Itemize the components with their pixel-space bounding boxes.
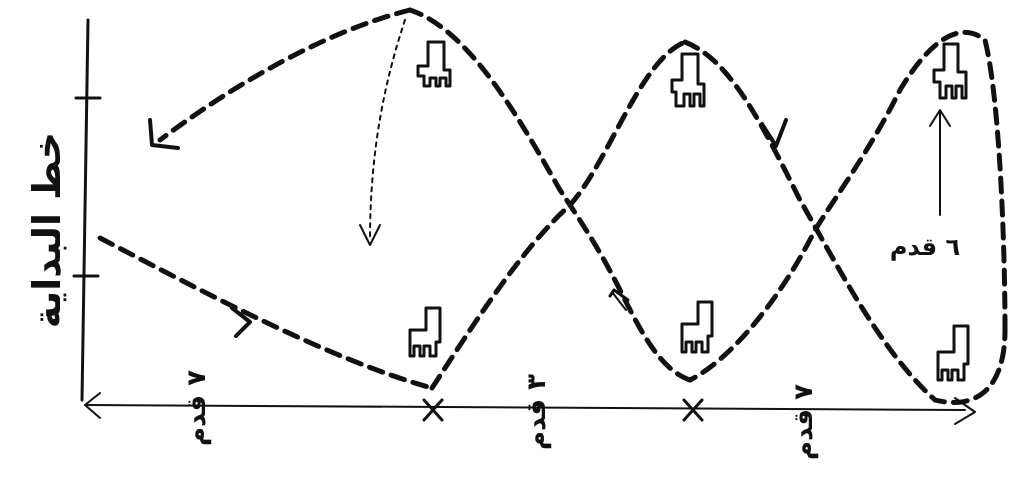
- start-line: [72, 18, 102, 402]
- direction-arrows: [148, 118, 788, 338]
- arrow-icon: [760, 118, 788, 148]
- segment-label-2: ٣ قدم: [522, 374, 552, 450]
- arrow-up-icon: [929, 109, 951, 127]
- side-measure-label: ٦ قدم: [890, 233, 960, 261]
- course-path: [97, 7, 1008, 405]
- chair-icon: [680, 300, 714, 354]
- arrow-icon: [230, 306, 252, 338]
- arrow-icon: [608, 288, 630, 302]
- side-measure-arrow: [929, 109, 951, 216]
- cross-mark-2: [682, 398, 704, 422]
- chair-icon: [408, 306, 442, 358]
- chair-icon: [416, 40, 452, 88]
- chair-icon: [932, 42, 968, 100]
- guide-arrow: [359, 19, 406, 246]
- cross-mark-1: [422, 398, 444, 422]
- start-line-label: خط البداية: [25, 132, 69, 328]
- segment-label-3: ٧ قدم: [789, 384, 819, 460]
- arrow-left-icon: [84, 392, 101, 419]
- segment-label-1: ٧ قدم: [182, 370, 212, 446]
- arrow-icon: [148, 118, 180, 150]
- chair-icon: [936, 324, 970, 382]
- chair-icon: [670, 52, 706, 108]
